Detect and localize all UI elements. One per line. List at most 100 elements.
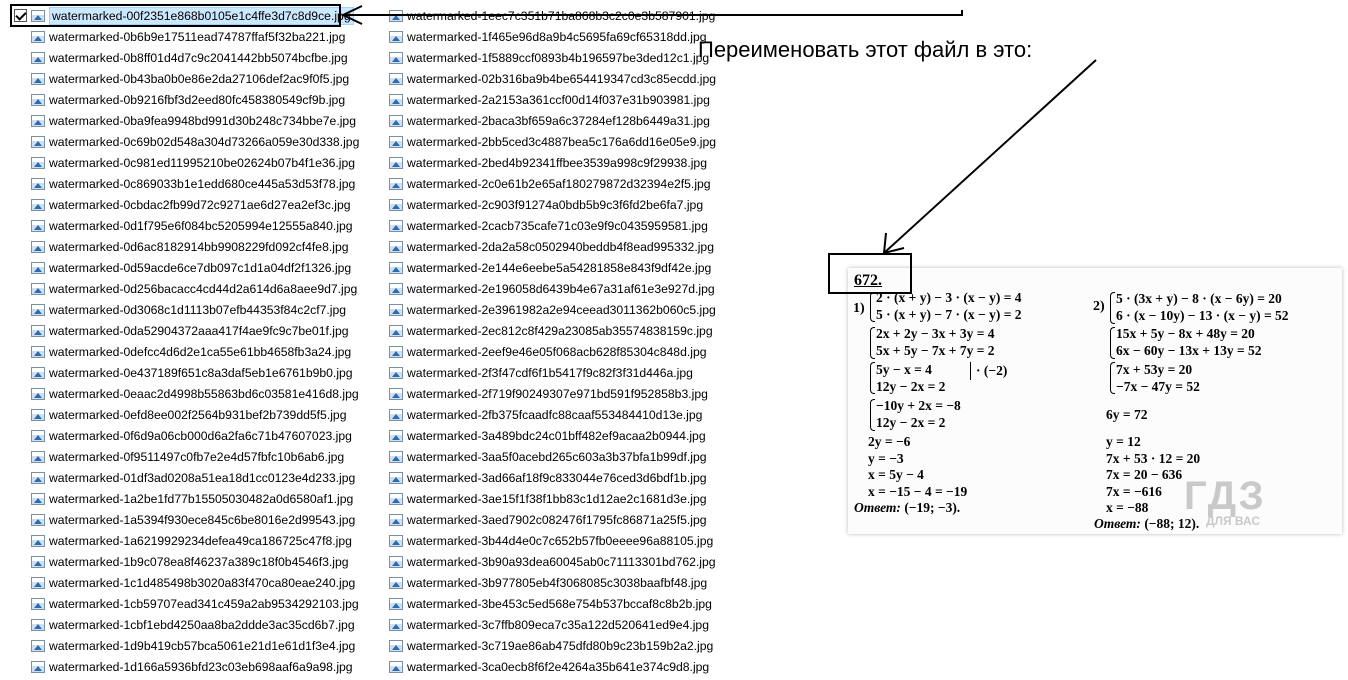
part2-line: 15x + 5y − 8x + 48y = 20 (1116, 326, 1255, 341)
file-item[interactable]: watermarked-1c1d485498b3020a83f470ca80ea… (14, 572, 355, 593)
part2-line: 7x + 53 · 12 = 20 (1106, 451, 1201, 466)
file-item[interactable]: watermarked-0ba9fea9948bd991d30b248c734b… (14, 110, 356, 131)
file-item[interactable]: watermarked-3aa5f0acebd265c603a3b37bfa1b… (372, 446, 707, 467)
file-name: watermarked-0b43ba0b0e86e2da27106def2ac9… (49, 71, 350, 86)
file-item[interactable]: watermarked-0cbdac2fb99d72c9271ae6d27ea2… (14, 194, 351, 215)
image-file-icon (389, 303, 403, 316)
file-item[interactable]: watermarked-3aed7902c082476f1795fc86871a… (372, 509, 707, 530)
file-item[interactable]: watermarked-2e144e6eebe5a54281858e843f9d… (372, 257, 711, 278)
file-item[interactable]: watermarked-0da52904372aaa417f4ae9fc9c7b… (14, 320, 349, 341)
file-item[interactable]: watermarked-0b8ff01d4d7c9c2041442bb5074b… (14, 47, 348, 68)
file-name: watermarked-3ad66af18f9c833044e76ced3d6b… (407, 470, 707, 485)
file-item[interactable]: watermarked-3b44d4e0c7c652b57fb0eeee96a8… (372, 530, 713, 551)
file-item[interactable]: watermarked-0d59acde6ce7db097c1d1a04df2f… (14, 257, 351, 278)
file-item[interactable]: watermarked-2cacb735cafe71c03e9f9c043595… (372, 215, 708, 236)
file-item[interactable]: watermarked-1a6219929234defea49ca186725c… (14, 530, 352, 551)
file-item[interactable]: watermarked-0e437189f651c8a3daf5eb1e6761… (14, 362, 353, 383)
file-name: watermarked-1b9c078ea8f46237a389c18f0b45… (49, 554, 349, 569)
file-item[interactable]: watermarked-3be453c5ed568e754b537bccaf8c… (372, 593, 712, 614)
file-name: watermarked-0d59acde6ce7db097c1d1a04df2f… (49, 260, 352, 275)
file-item[interactable]: watermarked-2baca3bf659a6c37284ef128b644… (372, 110, 710, 131)
file-item[interactable]: watermarked-1cbf1ebd4250aa8ba2ddde3ac35c… (14, 614, 355, 635)
file-item[interactable]: watermarked-2c903f91274a0bdb5b9c3f6fd2be… (372, 194, 704, 215)
part1-answer-value: (−19; −3). (904, 500, 961, 515)
file-name: watermarked-2a2153a361ccf00d14f037e31b90… (407, 92, 710, 107)
arrow-to-file (343, 10, 963, 16)
file-item[interactable]: watermarked-3ad66af18f9c833044e76ced3d6b… (372, 467, 707, 488)
file-item[interactable]: watermarked-0c981ed11995210be02624b07b4f… (14, 152, 355, 173)
file-item[interactable]: watermarked-0b9216fbf3d2eed80fc458380549… (14, 89, 345, 110)
image-file-icon (389, 534, 403, 547)
checkbox-icon[interactable] (14, 9, 27, 22)
image-file-icon (31, 114, 45, 127)
file-name: watermarked-0ba9fea9948bd991d30b248c734b… (49, 113, 356, 128)
file-item[interactable]: watermarked-0d1f795e6f084bc5205994e12555… (14, 215, 353, 236)
file-item[interactable]: watermarked-0b6b9e17511ead74787ffaf5f32b… (14, 26, 345, 47)
part1-multiplier: · (−2) (976, 363, 1008, 378)
file-name: watermarked-0d256bacacc4cd44d2a614d6a8ae… (49, 281, 358, 296)
file-item[interactable]: watermarked-1f465e96d8a9b4c5695fa69cf653… (372, 26, 707, 47)
file-item[interactable]: watermarked-2e196058d6439b4e67a31af61e3e… (372, 278, 715, 299)
file-item[interactable]: watermarked-0d6ac8182914bb9908229fd092cf… (14, 236, 349, 257)
file-item[interactable]: watermarked-00f2351e868b0105e1c4ffe3d7c8… (14, 5, 354, 26)
image-file-icon (31, 261, 45, 274)
file-item[interactable]: watermarked-3b977805eb4f3068085c3038baaf… (372, 572, 707, 593)
file-item[interactable]: watermarked-0defcc4d6d2e1ca55e61bb4658fb… (14, 341, 351, 362)
file-item[interactable]: watermarked-0f6d9a06cb000d6a2fa6c71b4760… (14, 425, 352, 446)
file-item[interactable]: watermarked-2e3961982a2e94ceead3011362b0… (372, 299, 716, 320)
file-name: watermarked-2f719f90249307e971bd591f9528… (407, 386, 708, 401)
file-item[interactable]: watermarked-0d256bacacc4cd44d2a614d6a8ae… (14, 278, 357, 299)
image-file-icon (31, 513, 45, 526)
file-item[interactable]: watermarked-1b9c078ea8f46237a389c18f0b45… (14, 551, 349, 572)
part2-brace-3 (1110, 362, 1115, 394)
file-item[interactable]: watermarked-3a489bdc24c01bff482ef9acaa2b… (372, 425, 706, 446)
file-item[interactable]: watermarked-2c0e61b2e65af180279872d32394… (372, 173, 711, 194)
file-name: watermarked-2bed4b92341ffbee3539a998c9f2… (407, 155, 707, 170)
part2-answer-value: (−88; 12). (1144, 516, 1200, 531)
file-item[interactable]: watermarked-2bb5ced3c4887bea5c176a6dd16e… (372, 131, 716, 152)
file-item[interactable]: watermarked-2eef9e46e05f068acb628f85304c… (372, 341, 707, 362)
file-item[interactable]: watermarked-02b316ba9b4be654419347cd3c85… (372, 68, 716, 89)
file-item[interactable]: watermarked-1d9b419cb57bca5061e21d1e61d1… (14, 635, 355, 656)
file-name: watermarked-2fb375fcaadfc88caaf553484410… (407, 407, 703, 422)
file-item[interactable]: watermarked-2ec812c8f429a23085ab35574838… (372, 320, 713, 341)
file-item[interactable]: watermarked-1f5889ccf0893b4b196597be3ded… (372, 47, 709, 68)
file-item[interactable]: watermarked-01df3ad0208a51ea18d1cc0123e4… (14, 467, 355, 488)
image-file-icon (389, 429, 403, 442)
file-name: watermarked-0d1f795e6f084bc5205994e12555… (49, 218, 353, 233)
image-file-icon (389, 72, 403, 85)
file-item[interactable]: watermarked-2f719f90249307e971bd591f9528… (372, 383, 708, 404)
file-item[interactable]: watermarked-2a2153a361ccf00d14f037e31b90… (372, 89, 710, 110)
file-item[interactable]: watermarked-3c7ffb809eca7c35a122d520641e… (372, 614, 709, 635)
part2-line: 5 · (3x + y) − 8 · (x − 6y) = 20 (1116, 291, 1282, 306)
file-item[interactable]: watermarked-0c69b02d548a304d73266a059e30… (14, 131, 359, 152)
exercise-number: 672. (854, 272, 882, 289)
file-name: watermarked-2f3f47cdf6f1b5417f9c82f3f31d… (407, 365, 693, 380)
file-name: watermarked-3b90a93dea60045ab0c71113301b… (407, 554, 716, 569)
file-item[interactable]: watermarked-0f9511497c0fb7e2e4d57fbfc10b… (14, 446, 344, 467)
file-item[interactable]: watermarked-2da2a58c0502940beddb4f8ead99… (372, 236, 714, 257)
file-item[interactable]: watermarked-1cb59707ead341c459a2ab953429… (14, 593, 359, 614)
file-name: watermarked-0efd8ee002f2564b931bef2b739d… (49, 407, 347, 422)
file-item[interactable]: watermarked-0d3068c1d1113b07efb44353f84c… (14, 299, 347, 320)
file-item[interactable]: watermarked-0b43ba0b0e86e2da27106def2ac9… (14, 68, 349, 89)
image-file-icon (389, 471, 403, 484)
file-item[interactable]: watermarked-2fb375fcaadfc88caaf553484410… (372, 404, 702, 425)
file-item[interactable]: watermarked-3c719ae86ab475dfd80b9c23b159… (372, 635, 713, 656)
file-item[interactable]: watermarked-3ae15f1f38f1bb83c1d12ae2c168… (372, 488, 707, 509)
file-item[interactable]: watermarked-0efd8ee002f2564b931bef2b739d… (14, 404, 347, 425)
file-item[interactable]: watermarked-1d166a5936bfd23c03eb698aaf6a… (14, 656, 353, 677)
file-name: watermarked-0d3068c1d1113b07efb44353f84c… (49, 302, 347, 317)
image-file-icon (389, 261, 403, 274)
file-item[interactable]: watermarked-3b90a93dea60045ab0c71113301b… (372, 551, 716, 572)
file-item[interactable]: watermarked-2f3f47cdf6f1b5417f9c82f3f31d… (372, 362, 702, 383)
file-name: watermarked-3b44d4e0c7c652b57fb0eeee96a8… (407, 533, 714, 548)
file-item[interactable]: watermarked-2bed4b92341ffbee3539a998c9f2… (372, 152, 707, 173)
file-item[interactable]: watermarked-0eaac2d4998b55863bd6c03581e4… (14, 383, 359, 404)
file-name: watermarked-2c903f91274a0bdb5b9c3f6fd2be… (407, 197, 704, 212)
file-item[interactable]: watermarked-0c869033b1e1edd680ce445a53d5… (14, 173, 355, 194)
file-item[interactable]: watermarked-1a5394f930ece845c6be8016e2d9… (14, 509, 355, 530)
file-item[interactable]: watermarked-3ca0ecb8f6f2e4264a35b641e374… (372, 656, 709, 677)
file-item[interactable]: watermarked-1a2be1fd77b15505030482a0d658… (14, 488, 353, 509)
image-file-icon (389, 408, 403, 421)
